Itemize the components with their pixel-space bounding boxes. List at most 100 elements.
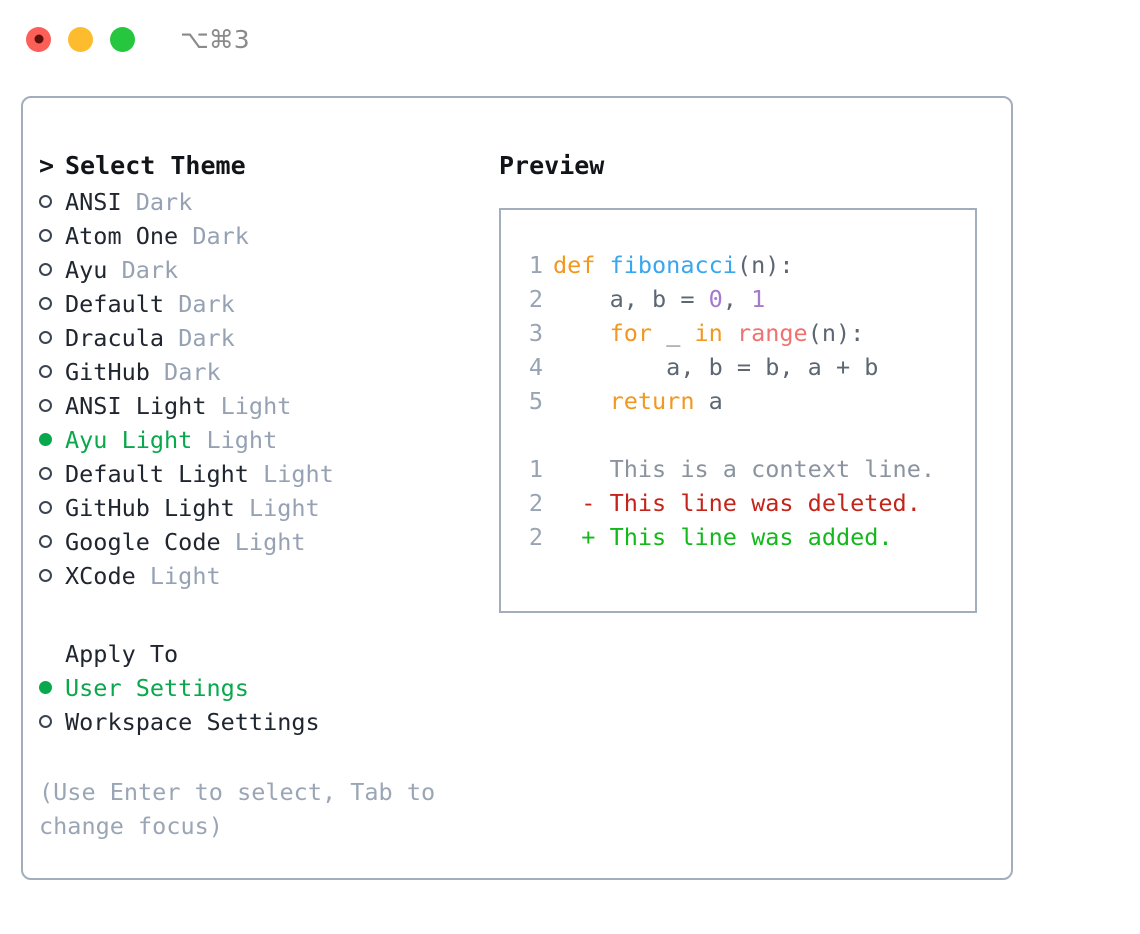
apply-to-option-label: Workspace Settings [65,708,320,736]
theme-option-github[interactable]: GitHub Dark [39,355,483,389]
theme-variant-tag: Light [263,460,334,488]
zoom-button[interactable] [110,26,135,52]
theme-variant-tag: Dark [178,290,235,318]
theme-option-label: XCode [65,562,150,590]
bullet-shape [39,535,52,548]
theme-variant-tag: Light [149,562,221,590]
radio-unselected-icon [39,185,65,219]
theme-option-default-light[interactable]: Default Light Light [39,457,483,491]
radio-unselected-icon [39,253,65,287]
code-diff-spacer [515,418,975,452]
code-token-plain [723,319,737,347]
radio-unselected-icon [39,219,65,253]
theme-option-xcode[interactable]: XCode Light [39,559,483,593]
radio-selected-icon [39,671,65,705]
diff-line-number: 2 [528,489,543,517]
code-line-number: 5 [528,387,543,415]
theme-option-label: ANSI Light [65,392,221,420]
bullet-shape [39,467,52,480]
radio-unselected-icon [39,491,65,525]
theme-variant-tag: Light [220,392,292,420]
diff-line-number: 2 [528,523,543,551]
theme-variant-tag: Dark [135,188,193,216]
theme-variant-tag: Dark [192,222,249,250]
code-line-number: 1 [528,251,543,279]
bullet-shape [39,433,52,446]
theme-option-label: Dracula [65,324,179,352]
section-spacer [39,593,483,637]
bullet-shape [39,297,52,310]
theme-option-label: Google Code [65,528,235,556]
bullet-shape [39,263,52,276]
theme-option-label: Ayu [65,256,122,284]
diff-line-del: 2 - This line was deleted. [515,486,975,520]
code-line-number: 2 [528,285,543,313]
radio-unselected-icon [39,287,65,321]
theme-variant-tag: Dark [121,256,179,284]
code-token-plain: , [722,285,752,313]
code-token-plain: (n): [807,319,865,347]
theme-option-ansi-light[interactable]: ANSI Light Light [39,389,483,423]
code-token-plain: a, b = [553,285,709,313]
bullet-shape [39,569,52,582]
radio-unselected-icon [39,355,65,389]
theme-option-github-light[interactable]: GitHub Light Light [39,491,483,525]
radio-unselected-icon [39,705,65,739]
close-button[interactable] [26,26,51,52]
code-line: 3 for _ in range(n): [515,316,975,350]
code-token-num: 0 [708,285,723,313]
code-token-num: 1 [751,285,766,313]
theme-option-default[interactable]: Default Dark [39,287,483,321]
code-token-plain [553,319,610,347]
apply-to-option-user-settings[interactable]: User Settings [39,671,483,705]
code-token-plain: a [694,387,723,415]
code-token-call: range [736,319,808,347]
bullet-shape [39,501,52,514]
diff-sample: 1 This is a context line. 2 - This line w… [515,452,975,554]
theme-option-ansi[interactable]: ANSI Dark [39,185,483,219]
theme-variant-tag: Light [248,494,320,522]
window-titlebar: ⌥⌘3 [0,0,1140,78]
code-token-kw: for [609,319,653,347]
bullet-shape [39,331,52,344]
code-line: 2 a, b = 0, 1 [515,282,975,316]
traffic-light-buttons [26,26,135,52]
diff-line-add: 2 + This line was added. [515,520,975,554]
theme-option-label: Ayu Light [65,426,207,454]
code-line-number: 3 [528,319,543,347]
diff-line-number: 1 [528,455,543,483]
bullet-shape [39,399,52,412]
theme-variant-tag: Light [206,426,278,454]
radio-selected-icon [39,423,65,457]
theme-option-ayu-light[interactable]: Ayu Light Light [39,423,483,457]
keyboard-hint-text: (Use Enter to select, Tab to change focu… [39,778,450,840]
keyboard-shortcut-label: ⌥⌘3 [180,24,250,54]
theme-variant-tag: Dark [178,324,235,352]
code-token-plain [553,387,610,415]
code-token-kw: def [553,251,610,279]
apply-to-option-workspace-settings[interactable]: Workspace Settings [39,705,483,739]
apply-to-heading: Apply To [65,640,179,668]
code-token-plain: a, b = b, a + b [553,353,879,381]
radio-unselected-icon [39,389,65,423]
theme-option-label: GitHub Light [65,494,249,522]
bullet-shape [39,681,52,694]
theme-option-label: Atom One [65,222,193,250]
bullet-shape [39,715,52,728]
theme-option-atom-one[interactable]: Atom One Dark [39,219,483,253]
code-line: 4 a, b = b, a + b [515,350,975,384]
code-line-number: 4 [528,353,543,381]
theme-option-dracula[interactable]: Dracula Dark [39,321,483,355]
diff-line-text: This is a context line. [553,455,936,483]
theme-option-ayu[interactable]: Ayu Dark [39,253,483,287]
minimize-button[interactable] [68,26,93,52]
code-line: 5 return a [515,384,975,418]
theme-option-google-code[interactable]: Google Code Light [39,525,483,559]
code-token-plain: _ [652,319,695,347]
select-theme-heading-label: Select Theme [65,151,246,180]
